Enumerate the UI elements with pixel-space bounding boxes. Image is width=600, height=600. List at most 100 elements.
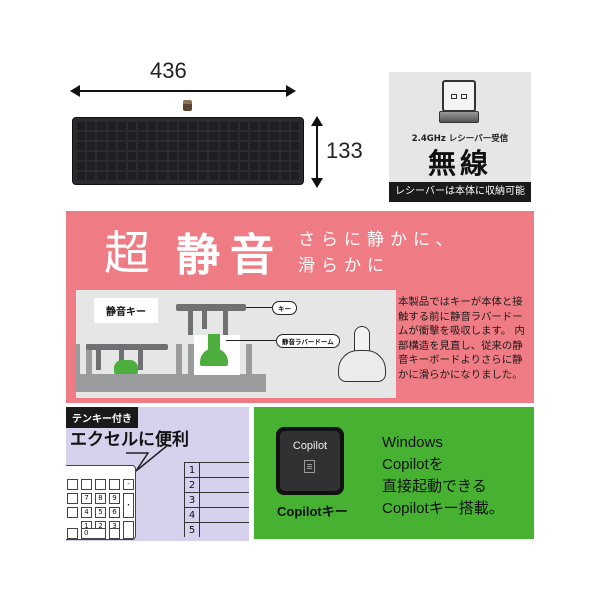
keyboard-key <box>97 172 106 180</box>
copilot-key-caption: Copilotキー <box>277 504 348 519</box>
base-wall <box>176 344 182 374</box>
keyboard-key <box>178 142 187 150</box>
keyboard-key <box>188 172 198 180</box>
keyboard-key <box>107 132 116 140</box>
keyboard-key <box>148 162 157 170</box>
copilot-menu-icon <box>304 460 315 473</box>
keyboard-key <box>148 172 157 180</box>
keyboard-key <box>168 152 177 160</box>
keyboard-key <box>148 152 157 160</box>
keyboard-key <box>138 122 147 130</box>
keyboard-key <box>178 132 187 140</box>
keyboard-key <box>97 132 106 140</box>
callout-leader <box>246 307 272 308</box>
keyboard-key <box>117 162 126 170</box>
keyboard-key <box>199 172 208 180</box>
rubber-dome <box>200 348 228 366</box>
keyboard-key <box>178 172 187 180</box>
keyboard-key <box>138 132 147 140</box>
numpad-key <box>109 528 120 539</box>
copilot-panel: Copilot Copilotキー Windows Copilotを 直接起動で… <box>254 407 534 539</box>
keyboard-key <box>270 132 279 140</box>
keyboard-key <box>158 122 167 130</box>
copilot-text-line: Windows <box>382 434 443 451</box>
sheet-row: 4 <box>184 507 249 522</box>
numpad-key <box>67 507 78 518</box>
keyboard-key <box>229 132 238 140</box>
keyboard-key <box>127 172 137 180</box>
keyboard-key <box>127 162 137 170</box>
keyboard-key <box>290 162 299 170</box>
keyboard-key <box>158 142 167 150</box>
keyboard-key <box>219 152 228 160</box>
keyboard-key <box>87 142 96 150</box>
keyboard-key <box>239 132 249 140</box>
wireless-storage-note: レシーバーは本体に収納可能 <box>389 182 531 202</box>
copilot-text-line: Copilotを <box>382 456 444 473</box>
callout-leader <box>226 340 276 341</box>
usb-receiver-body <box>439 111 479 123</box>
key-structure-diagram: 静音キー キー 静音ラバードーム <box>76 290 396 398</box>
keyboard-key <box>290 172 299 180</box>
keyboard-key <box>219 122 228 130</box>
numpad-key-4: 4 <box>81 507 92 518</box>
silent-description: 本製品ではキーが本体と接触する前に静音ラバードームが衝撃を吸収します。 内部構造… <box>398 296 525 381</box>
keyboard-keys <box>77 122 299 180</box>
keyboard-key <box>280 142 289 150</box>
keyboard-key <box>178 122 187 130</box>
keyboard-key <box>260 162 269 170</box>
width-arrow-icon <box>70 85 296 97</box>
silent-prefix: 超 <box>104 226 150 280</box>
sheet-row-number: 3 <box>184 493 200 507</box>
keyboard-key <box>260 172 269 180</box>
keyboard-key <box>148 132 157 140</box>
rubber-dome-stem <box>208 334 220 352</box>
height-dimension-label: 133 <box>326 138 363 163</box>
keyboard-key <box>168 172 177 180</box>
keyboard-key <box>199 122 208 130</box>
keyboard-key <box>107 122 116 130</box>
keyboard-key <box>229 162 238 170</box>
key-stem <box>138 350 143 370</box>
keyboard-key <box>209 142 218 150</box>
keyboard-key <box>250 142 259 150</box>
copilot-text-line: 直接起動できる <box>382 478 487 495</box>
keyboard-key <box>158 132 167 140</box>
tenkey-title: エクセルに便利 <box>70 430 189 450</box>
silent-tagline-1: さらに静かに、 <box>298 230 459 250</box>
sheet-row-number: 4 <box>184 508 200 522</box>
keyboard-key <box>188 142 198 150</box>
keyboard-key <box>117 142 126 150</box>
keyboard-key <box>178 152 187 160</box>
keyboard-key <box>77 122 86 130</box>
copilot-text-line: Copilotキー搭載。 <box>382 500 504 517</box>
sheet-row: 2 <box>184 477 249 492</box>
base-wall <box>86 344 92 374</box>
keyboard-key <box>158 162 167 170</box>
tenkey-panel: テンキー付き エクセルに便利 - 7 8 9 ・ 4 5 6 1 2 3 0 1… <box>66 407 249 541</box>
keyboard-key <box>117 152 126 160</box>
keyboard-key <box>239 172 249 180</box>
usb-hole-icon <box>451 94 457 99</box>
speech-bubble-tail-icon <box>126 444 169 472</box>
keyboard-key <box>127 122 137 130</box>
keyboard-key <box>260 152 269 160</box>
usb-hole-icon <box>461 94 467 99</box>
keyboard-key <box>260 122 269 130</box>
copilot-description: Windows Copilotを 直接起動できる Copilotキー搭載。 <box>382 432 504 520</box>
tenkey-badge: テンキー付き <box>66 407 138 428</box>
numpad-key <box>81 479 92 490</box>
callout-key: キー <box>272 301 297 315</box>
rubber-dome-3d-base <box>338 350 386 382</box>
pressed-key-cap <box>86 344 168 350</box>
keyboard-image <box>72 117 304 185</box>
numpad-key <box>67 479 78 490</box>
keyboard-key <box>168 162 177 170</box>
keyboard-key <box>250 172 259 180</box>
keyboard-key <box>158 152 167 160</box>
keyboard-key <box>188 162 198 170</box>
keyboard-key <box>188 152 198 160</box>
usb-receiver-icon <box>442 80 476 112</box>
wireless-panel: 2.4GHz レシーバー受信 無線 レシーバーは本体に収納可能 <box>389 72 531 202</box>
keyboard-key <box>199 152 208 160</box>
